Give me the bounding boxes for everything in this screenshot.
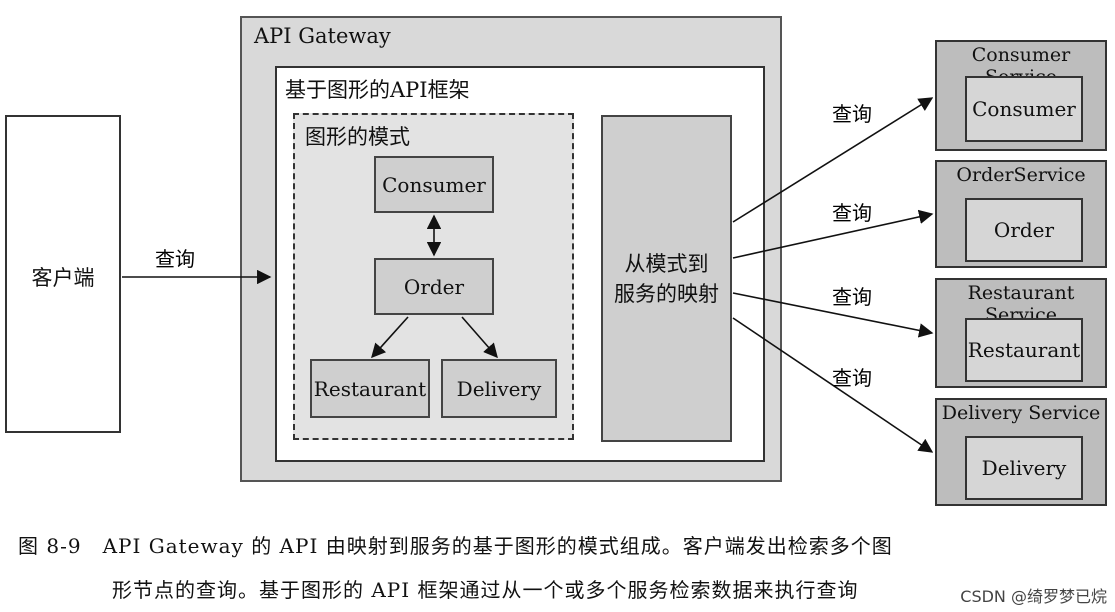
schema-node-consumer-label: Consumer [382,172,486,197]
restaurant-service-inner: Restaurant [965,318,1083,382]
query-label-delivery: 查询 [832,366,872,390]
mapping-line-2: 服务的映射 [614,281,719,306]
order-service-inner: Order [965,198,1083,262]
delivery-service-box: Delivery Service Delivery [935,398,1107,506]
consumer-service-inner-label: Consumer [972,97,1076,121]
schema-title: 图形的模式 [305,125,410,149]
figure-caption-line-2: 形节点的查询。基于图形的 API 框架通过从一个或多个服务检索数据来执行查询 [112,578,859,602]
query-label-order: 查询 [832,201,872,225]
restaurant-service-box: Restaurant Service Restaurant [935,278,1107,388]
mapping-line-1: 从模式到 [624,251,709,276]
schema-node-restaurant-label: Restaurant [313,376,427,401]
api-gateway-title: API Gateway [254,24,391,48]
schema-to-service-mapping-box: 从模式到 服务的映射 [601,115,732,442]
consumer-service-box: Consumer Service Consumer [935,40,1107,151]
figure-caption-line-1: 图 8-9 API Gateway 的 API 由映射到服务的基于图形的模式组成… [18,534,893,558]
restaurant-service-inner-label: Restaurant [967,338,1081,362]
order-service-box: OrderService Order [935,160,1107,268]
consumer-service-inner: Consumer [965,76,1083,142]
watermark: CSDN @绮罗梦已烷 [960,587,1107,606]
order-service-inner-label: Order [993,218,1055,242]
query-label-client: 查询 [155,247,195,271]
delivery-service-inner: Delivery [965,436,1083,500]
query-label-consumer: 查询 [832,102,872,126]
client-label: 客户端 [31,266,95,290]
delivery-service-inner-label: Delivery [981,456,1067,480]
schema-node-delivery: Delivery [441,359,557,418]
framework-title: 基于图形的API框架 [285,78,470,102]
schema-node-consumer: Consumer [374,156,494,213]
query-label-restaurant: 查询 [832,285,872,309]
schema-node-order-label: Order [403,274,465,299]
client-box: 客户端 [5,115,121,433]
order-service-title: OrderService [956,164,1086,186]
delivery-service-title: Delivery Service [941,402,1101,424]
schema-node-delivery-label: Delivery [456,376,542,401]
schema-node-order: Order [374,258,494,315]
schema-node-restaurant: Restaurant [310,359,430,418]
